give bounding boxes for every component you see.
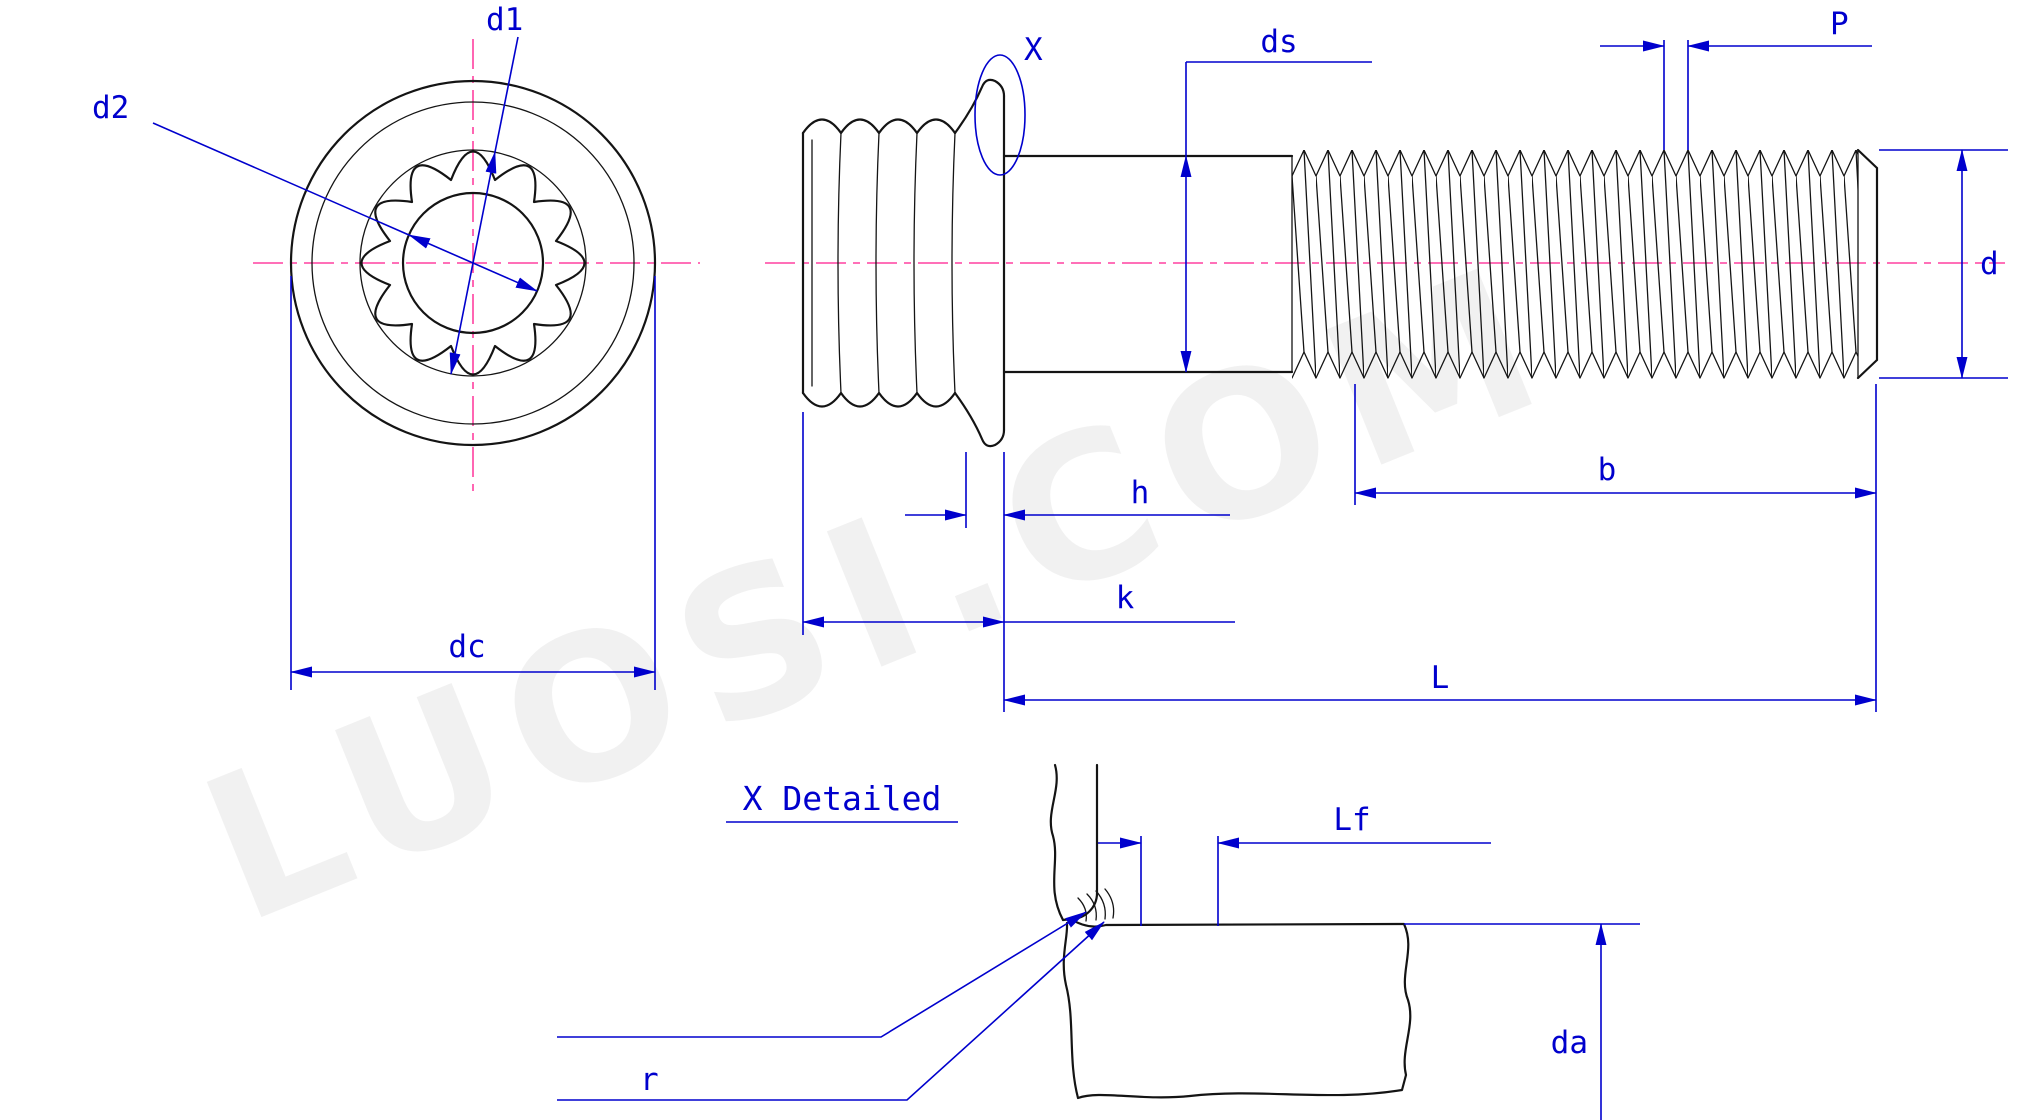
label-r: r xyxy=(640,1062,659,1098)
dim-d1: d1 xyxy=(449,2,523,375)
side-view-bolt xyxy=(801,78,1879,448)
dimensions: d1 d2 dc X ds P xyxy=(92,2,2008,712)
head-bottom-scallops xyxy=(801,391,957,408)
head-top-scallops xyxy=(801,118,957,135)
dim-dc: dc xyxy=(290,276,656,690)
label-l: L xyxy=(1431,660,1450,696)
lf-extension-lines xyxy=(1140,836,1219,926)
flange-outer-circle xyxy=(289,79,657,447)
label-k: k xyxy=(1116,580,1135,616)
head-lobe-line-2 xyxy=(875,132,880,394)
label-p: P xyxy=(1830,6,1849,42)
label-d2: d2 xyxy=(92,90,129,126)
flange-cone-circle xyxy=(311,101,635,425)
dim-lf: Lf xyxy=(1098,802,1491,926)
label-b: b xyxy=(1598,452,1617,488)
head-lobe-line-3 xyxy=(913,132,918,394)
label-d: d xyxy=(1980,246,1999,282)
d2-leader xyxy=(152,122,410,236)
flange-cone-bottom xyxy=(953,391,1006,448)
detail-title: X Detailed xyxy=(743,779,942,818)
detail-flange-break-line xyxy=(1049,763,1065,922)
dim-l: L xyxy=(1003,660,1877,706)
dim-p: P xyxy=(1600,6,1872,150)
dim-da: da xyxy=(1404,923,1640,1120)
threaded-section xyxy=(1292,150,1858,379)
r-leader-2 xyxy=(557,921,1105,1101)
flange-cone-top xyxy=(953,78,1006,135)
detail-view: X Detailed Lf r da xyxy=(557,763,1640,1120)
dim-r: r xyxy=(557,911,1105,1101)
label-h: h xyxy=(1131,475,1150,511)
dim-d: d xyxy=(1879,149,2008,379)
r-leader-1 xyxy=(557,911,1087,1038)
detail-flange-edge xyxy=(1061,763,1099,922)
k-extension-lines xyxy=(802,412,1005,712)
label-x-callout: X xyxy=(1024,32,1043,68)
detail-seat-outline xyxy=(1062,917,1412,1100)
thread-end-chamfer xyxy=(1856,148,1879,380)
label-da: da xyxy=(1551,1025,1588,1061)
label-ds: ds xyxy=(1260,24,1297,60)
label-lf: Lf xyxy=(1333,802,1370,838)
head-lobe-line-4 xyxy=(951,132,956,394)
dim-ds: ds xyxy=(1180,24,1372,373)
d-extension-lines xyxy=(1879,149,2008,379)
label-d1: d1 xyxy=(486,2,523,38)
dim-d2: d2 xyxy=(92,90,538,292)
head-lobe-line-1 xyxy=(837,132,842,394)
b-extension-lines xyxy=(1354,384,1877,712)
ds-leader xyxy=(1185,61,1372,156)
dim-b: b xyxy=(1354,384,1877,712)
dc-extension-lines xyxy=(290,276,656,690)
d1-leader xyxy=(494,36,519,153)
dim-k: k xyxy=(802,412,1235,712)
label-dc: dc xyxy=(448,629,485,665)
x-callout-ellipse xyxy=(974,54,1026,176)
point-tip-circle xyxy=(359,149,587,377)
p-extension-lines xyxy=(1663,40,1689,150)
d2-dimension-line xyxy=(408,234,538,292)
dim-h: h xyxy=(905,452,1230,528)
dim-x-callout: X xyxy=(974,32,1043,176)
